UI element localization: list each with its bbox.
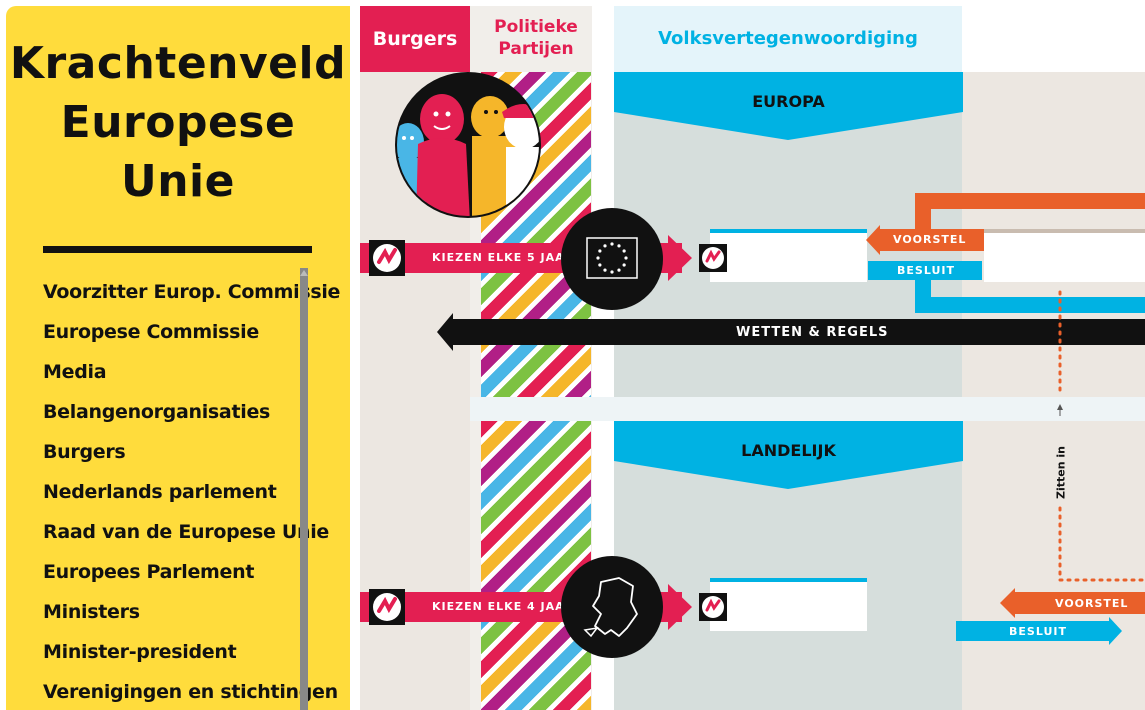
page-title: Krachtenveld Europese Unie bbox=[6, 34, 350, 211]
europees-parlement-box[interactable] bbox=[710, 229, 867, 282]
header-politieke-partijen: Politieke Partijen bbox=[494, 17, 578, 59]
eu-star bbox=[610, 242, 614, 246]
voorstel-arrowhead-1 bbox=[866, 225, 880, 255]
citizens-icon bbox=[395, 72, 541, 218]
besluit-arrowhead-2 bbox=[1109, 617, 1122, 645]
eu-star bbox=[603, 244, 607, 248]
cyan-bar-bottom bbox=[915, 297, 1145, 313]
kiezen-nl-label: KIEZEN ELKE 4 JAAR bbox=[432, 600, 575, 613]
menu-item-voorzitter-commissie[interactable]: Voorzitter Europ. Commissie bbox=[43, 281, 341, 303]
voorstel-arrowhead-2 bbox=[1000, 588, 1015, 618]
band-label-landelijk: LANDELIJK bbox=[741, 441, 836, 460]
besluit-label-2: BESLUIT bbox=[1009, 625, 1067, 638]
eu-star bbox=[617, 244, 621, 248]
title-line-1: Krachtenveld bbox=[9, 38, 347, 89]
band-banner-landelijk bbox=[614, 421, 963, 489]
wetten-regels-arrow bbox=[452, 319, 1145, 345]
zitten-in-connector bbox=[1057, 290, 1145, 582]
menu-item-media[interactable]: Media bbox=[43, 361, 107, 383]
ballot-icon bbox=[369, 240, 405, 276]
scroll-up-icon[interactable] bbox=[300, 270, 308, 276]
eu-star bbox=[598, 249, 602, 253]
commissie-box[interactable] bbox=[984, 229, 1145, 282]
menu-item-burgers[interactable]: Burgers bbox=[43, 441, 126, 463]
zitten-in-wrap: Zitten in bbox=[1052, 436, 1070, 516]
voorstel-label-1: VOORSTEL bbox=[893, 233, 967, 246]
party-stripes-bottom bbox=[481, 421, 591, 710]
zitten-in-label: Zitten in bbox=[1054, 446, 1068, 499]
ballot-icon-eu-box bbox=[699, 244, 727, 272]
wetten-regels-label: WETTEN & REGELS bbox=[736, 325, 889, 340]
kiezen-eu-arrowhead bbox=[668, 235, 692, 281]
title-line-3: Unie bbox=[121, 156, 235, 207]
eu-flag-icon bbox=[561, 208, 663, 310]
menu-item-minister-president[interactable]: Minister-president bbox=[43, 641, 237, 663]
band-label-europa: EUROPA bbox=[752, 92, 825, 111]
band-separator-left bbox=[360, 397, 470, 421]
eu-star bbox=[617, 268, 621, 272]
tweede-kamer-box[interactable] bbox=[710, 578, 867, 631]
header-volksvertegenwoordiging: Volksvertegenwoordiging bbox=[614, 6, 962, 72]
menu-item-raad-eu[interactable]: Raad van de Europese Unie bbox=[43, 521, 330, 543]
ballot-icon-nl bbox=[369, 589, 405, 625]
besluit-arrow-2 bbox=[956, 621, 1110, 641]
voorstel-arrow-1 bbox=[878, 229, 984, 251]
kiezen-eu-label: KIEZEN ELKE 5 JAAR bbox=[432, 251, 575, 264]
netherlands-map-icon bbox=[561, 556, 663, 658]
eu-star bbox=[598, 263, 602, 267]
actor-menu: Voorzitter Europ. Commissie Europese Com… bbox=[43, 272, 340, 710]
wetten-regels-arrowhead bbox=[437, 313, 453, 351]
band-separator bbox=[470, 397, 1145, 421]
title-divider bbox=[43, 246, 312, 253]
title-line-2: Europese bbox=[60, 97, 296, 148]
sidebar-scrollbar[interactable] bbox=[300, 268, 308, 710]
orange-bar-down bbox=[915, 193, 931, 229]
voorstel-label-2: VOORSTEL bbox=[1055, 597, 1129, 610]
menu-item-verenigingen[interactable]: Verenigingen en stichtingen bbox=[43, 681, 338, 703]
eu-star bbox=[622, 249, 626, 253]
orange-bar-top bbox=[915, 193, 1145, 209]
menu-item-europese-commissie[interactable]: Europese Commissie bbox=[43, 321, 259, 343]
ballot-icon-nl-box bbox=[699, 593, 727, 621]
header-burgers: Burgers bbox=[360, 6, 470, 72]
eu-star bbox=[622, 263, 626, 267]
kiezen-nl-arrowhead bbox=[668, 584, 692, 630]
besluit-label-1: BESLUIT bbox=[897, 264, 955, 277]
eu-star bbox=[624, 256, 628, 260]
menu-item-nederlands-parlement[interactable]: Nederlands parlement bbox=[43, 481, 277, 503]
menu-item-belangenorganisaties[interactable]: Belangenorganisaties bbox=[43, 401, 271, 423]
sidebar: Krachtenveld Europese Unie Voorzitter Eu… bbox=[6, 6, 350, 710]
band-banner-europa bbox=[614, 72, 963, 140]
eu-star bbox=[610, 270, 614, 274]
eu-star bbox=[603, 268, 607, 272]
menu-item-ministers[interactable]: Ministers bbox=[43, 601, 140, 623]
besluit-arrow-1 bbox=[868, 261, 982, 280]
eu-star bbox=[596, 256, 600, 260]
voorstel-arrow-2 bbox=[1014, 592, 1145, 614]
column-gap bbox=[592, 6, 614, 710]
menu-item-europees-parlement[interactable]: Europees Parlement bbox=[43, 561, 255, 583]
header-right-blank bbox=[962, 6, 1145, 72]
